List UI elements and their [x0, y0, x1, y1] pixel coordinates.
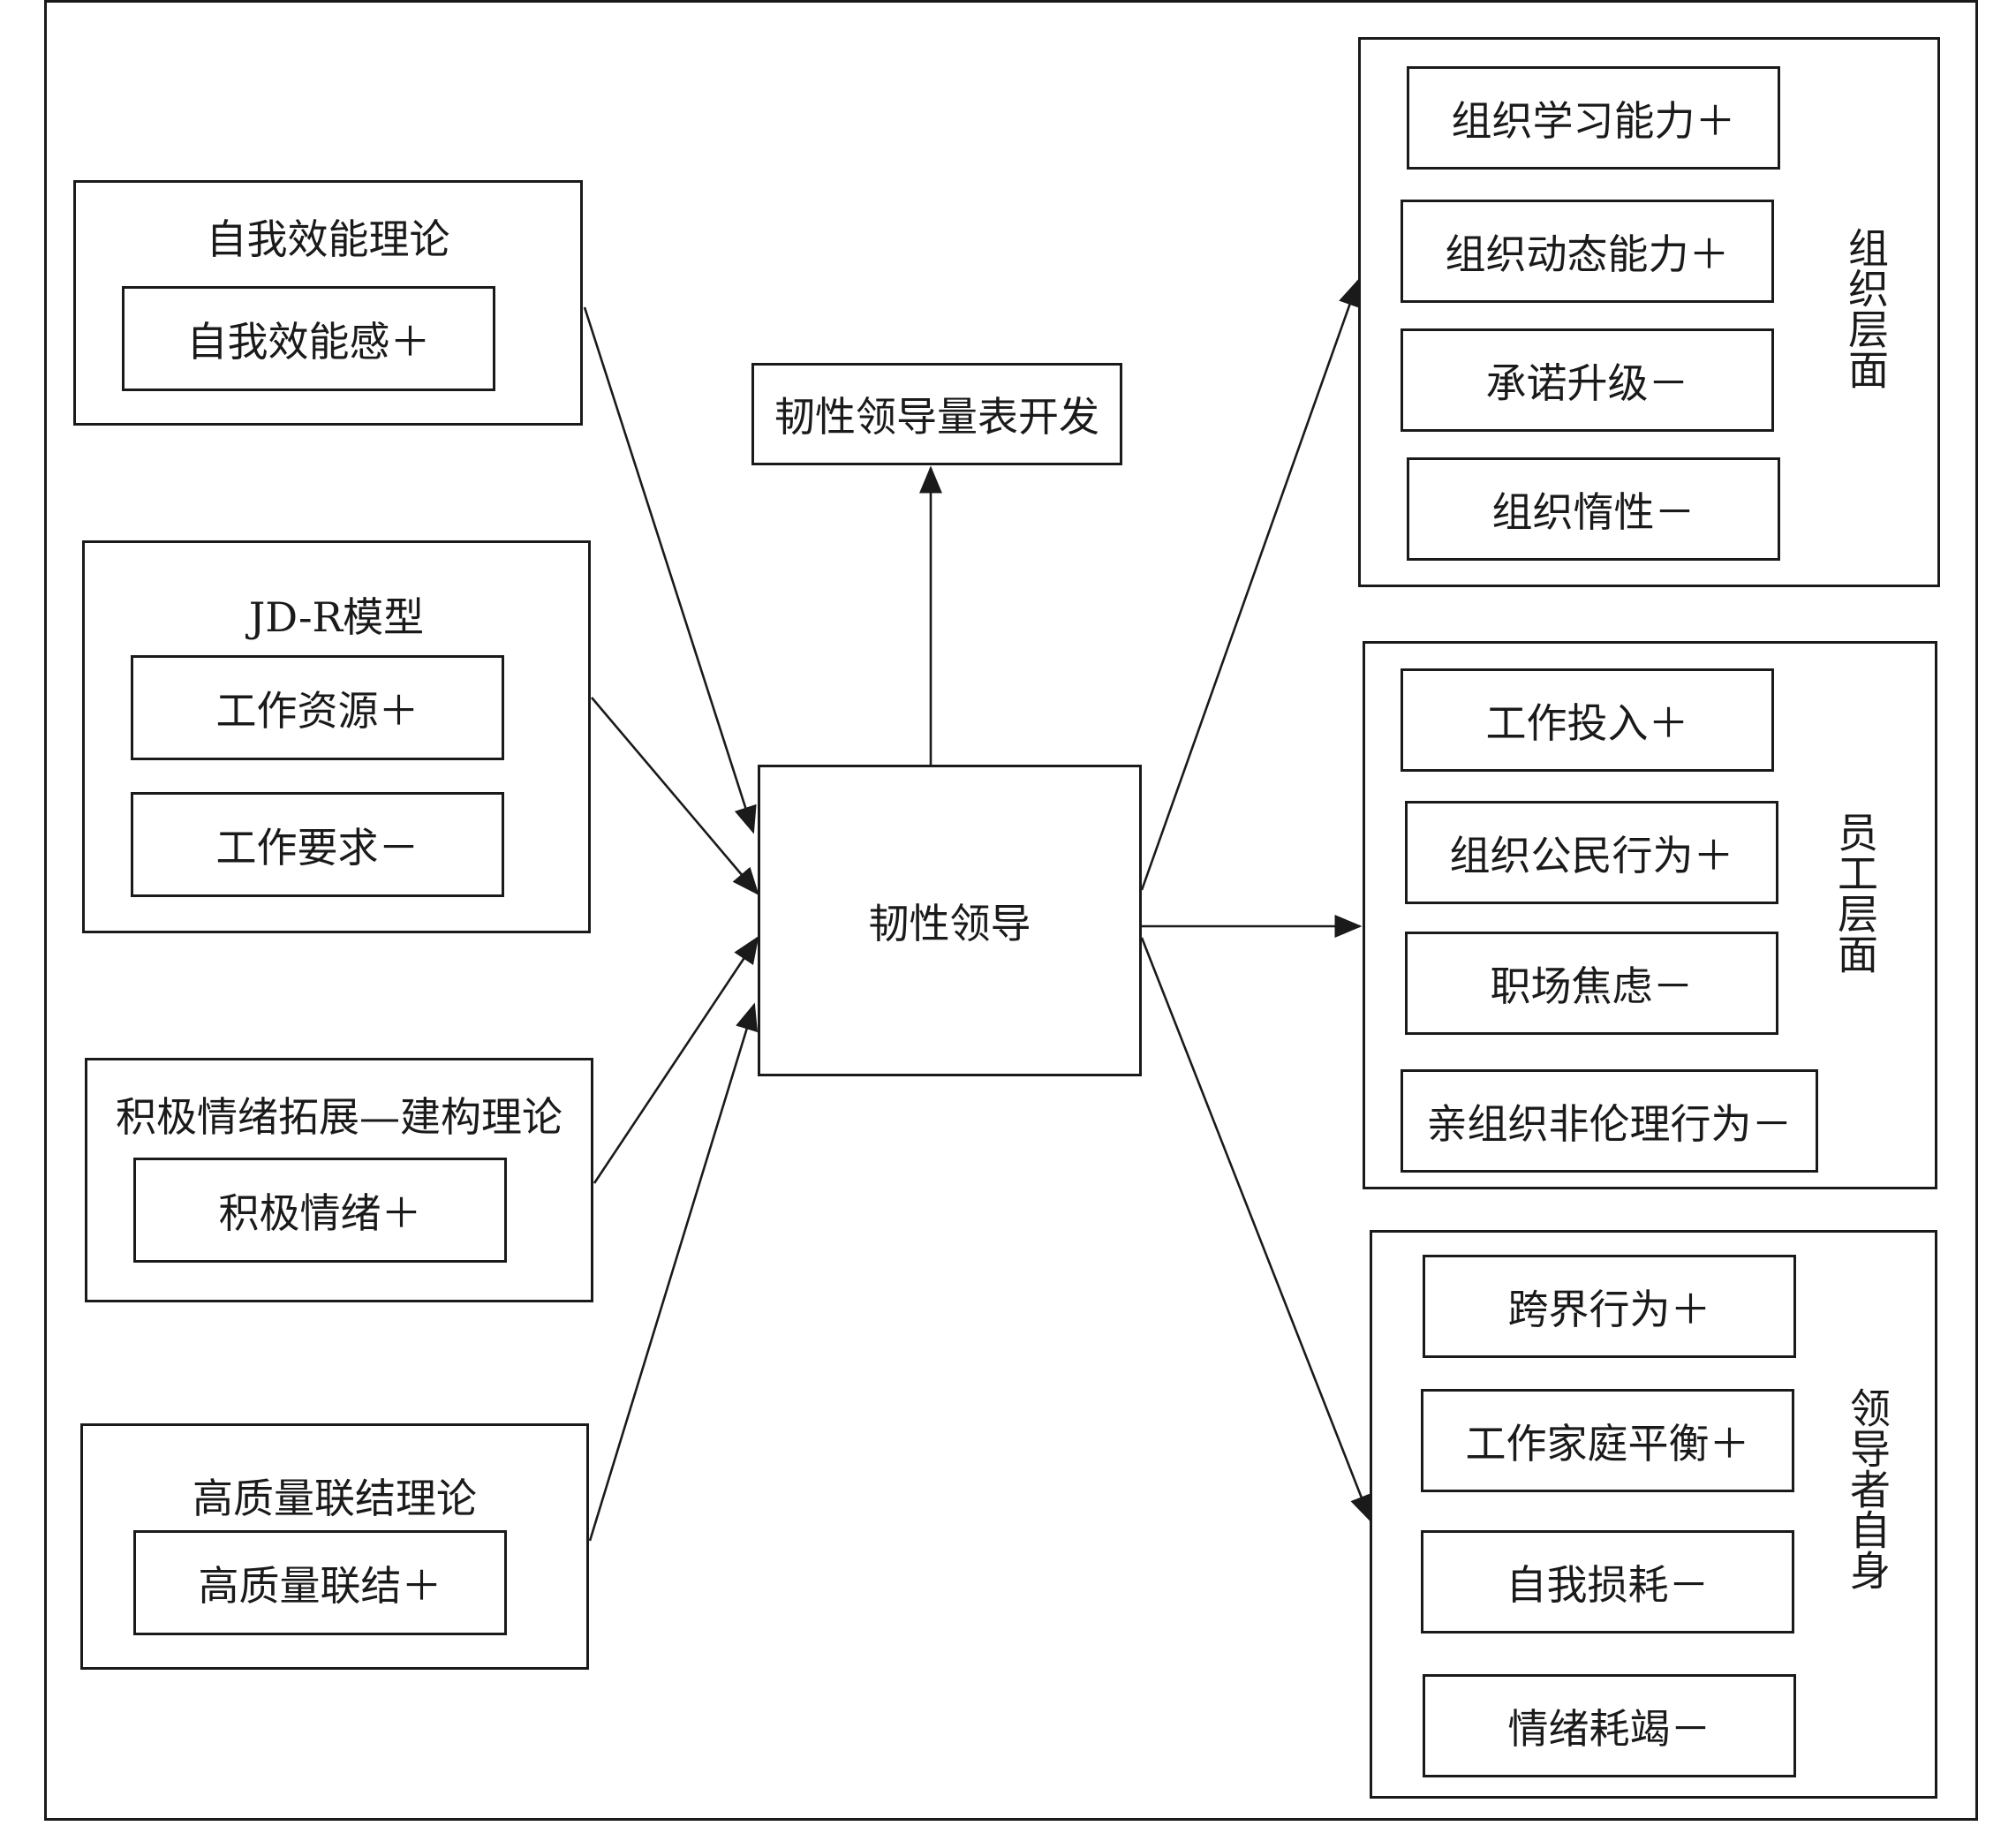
outcome-item: 职场焦虑－	[1405, 932, 1778, 1035]
theory-jdr-box: JD-R模型 工作资源＋ 工作要求－	[82, 540, 591, 933]
outcome-item: 跨界行为＋	[1423, 1255, 1796, 1358]
level-label: 员工层面	[1831, 811, 1879, 974]
diagram-frame	[44, 0, 1978, 1821]
center-box: 韧性领导	[758, 765, 1142, 1076]
outcome-item: 组织惰性－	[1407, 457, 1780, 561]
theory-item: 工作要求－	[131, 792, 504, 897]
outcome-org-level-box: 组织学习能力＋ 组织动态能力＋ 承诺升级－ 组织惰性－ 组织层面	[1358, 37, 1940, 587]
theory-self-efficacy-box: 自我效能理论 自我效能感＋	[73, 180, 583, 426]
theory-broaden-build-box: 积极情绪拓展—建构理论 积极情绪＋	[85, 1058, 593, 1302]
theory-title: 高质量联结理论	[193, 1475, 477, 1522]
outcome-item: 组织公民行为＋	[1405, 801, 1778, 904]
theory-item: 积极情绪＋	[133, 1158, 507, 1263]
theory-item: 自我效能感＋	[122, 286, 495, 391]
level-label: 领导者自身	[1844, 1387, 1891, 1590]
outcome-item: 工作投入＋	[1401, 668, 1774, 772]
scale-development-box: 韧性领导量表开发	[751, 363, 1122, 465]
arrow-broaden-build-to-center	[593, 935, 759, 1184]
arrow-center-to-org-level	[1140, 278, 1361, 891]
outcome-leader-level-box: 跨界行为＋ 工作家庭平衡＋ 自我损耗－ 情绪耗竭－ 领导者自身	[1370, 1230, 1937, 1799]
outcome-employee-level-box: 工作投入＋ 组织公民行为＋ 职场焦虑－ 亲组织非伦理行为－ 员工层面	[1363, 641, 1937, 1189]
outcome-item: 承诺升级－	[1401, 328, 1774, 432]
theory-title: 自我效能理论	[206, 215, 450, 263]
outcome-item: 情绪耗竭－	[1423, 1674, 1796, 1777]
theory-high-quality-connection-box: 高质量联结理论 高质量联结＋	[80, 1423, 589, 1670]
arrow-hqc-to-center	[588, 1002, 759, 1542]
outcome-item: 自我损耗－	[1421, 1530, 1794, 1634]
theory-title: 积极情绪拓展—建构理论	[116, 1093, 563, 1141]
arrow-jdr-to-center	[591, 697, 759, 895]
theory-item: 工作资源＋	[131, 655, 504, 760]
outcome-item: 组织学习能力＋	[1407, 66, 1780, 170]
arrow-center-to-leader-level	[1140, 937, 1372, 1523]
arrow-self-efficacy-to-center	[583, 306, 757, 834]
outcome-item: 工作家庭平衡＋	[1421, 1389, 1794, 1492]
outcome-item: 组织动态能力＋	[1401, 200, 1774, 303]
outcome-item: 亲组织非伦理行为－	[1401, 1069, 1818, 1173]
theory-item: 高质量联结＋	[133, 1530, 507, 1635]
theory-title: JD-R模型	[248, 593, 425, 641]
level-label: 组织层面	[1842, 227, 1890, 389]
